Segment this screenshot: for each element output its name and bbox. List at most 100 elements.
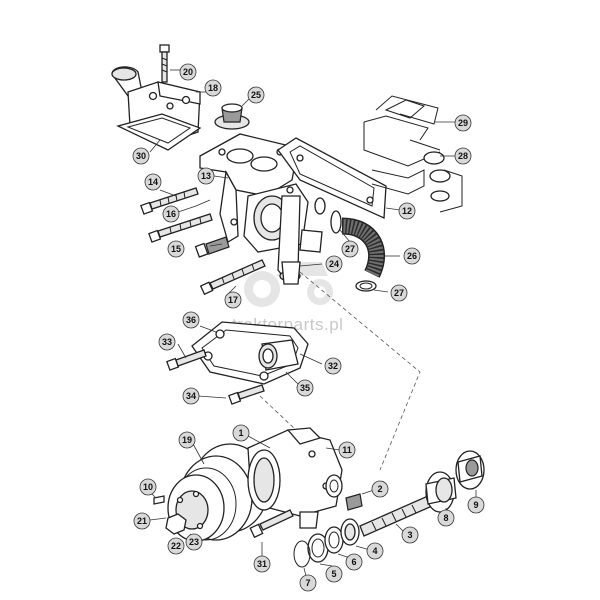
callout-24: 24 [325,255,343,273]
callout-11: 11 [338,441,356,459]
callout-19: 19 [178,431,196,449]
callout-25-label: 25 [251,90,261,100]
callout-17: 17 [224,291,242,309]
callout-14-label: 14 [148,177,158,187]
callout-16-label: 16 [166,209,176,219]
callout-22-label: 22 [171,541,181,551]
callout-8: 8 [437,509,455,527]
callout-6: 6 [345,553,363,571]
callout-15-label: 15 [171,244,181,254]
callout-13-label: 13 [201,171,211,181]
callout-1-label: 1 [238,428,243,438]
callout-12: 12 [398,202,416,220]
bolt-31-drawing [249,509,294,539]
callout-3: 3 [401,526,419,544]
nut-22-drawing [165,513,187,535]
callout-31-label: 31 [257,559,267,569]
callout-9: 9 [467,496,485,514]
callout-28: 28 [454,147,472,165]
callout-6-label: 6 [351,557,356,567]
callout-21-label: 21 [137,516,147,526]
callout-3-label: 3 [407,530,412,540]
callout-15: 15 [167,240,185,258]
callout-32: 32 [324,357,342,375]
cover-plate-32-drawing [191,321,309,385]
callout-16: 16 [162,205,180,223]
callout-24-label: 24 [329,259,339,269]
callout-23-label: 23 [189,537,199,547]
bolt-14-drawing [140,187,199,215]
callout-20-label: 20 [183,67,193,77]
bolt-33-drawing [166,349,207,371]
shaft-3-drawing [359,495,433,537]
callout-25: 25 [247,86,265,104]
callout-36-label: 36 [186,315,196,325]
engine-block-sketch-drawing [363,95,463,213]
alignment-lines [259,271,421,471]
callout-26: 26 [403,247,421,265]
callout-32-label: 32 [328,361,338,371]
impeller-8-drawing [425,471,457,513]
callout-21: 21 [133,512,151,530]
bolt-16-drawing [148,213,213,243]
pump-body-1-drawing [247,427,343,529]
clamp-27-upper-drawing [314,197,342,234]
callout-28-label: 28 [458,151,468,161]
callout-34: 34 [182,387,200,405]
callout-4-label: 4 [372,546,377,556]
callout-10-label: 10 [143,482,153,492]
callout-9-label: 9 [473,500,478,510]
key-10-drawing [153,495,165,505]
callout-23: 23 [185,533,203,551]
gasket-30-drawing [116,113,202,151]
callout-33: 33 [158,333,176,351]
leader-lines [149,69,477,577]
callout-2: 2 [371,480,389,498]
callout-13: 13 [197,167,215,185]
seal-11-drawing [325,474,343,498]
callout-34-label: 34 [186,391,196,401]
clamp-27-lower-drawing [355,280,377,292]
callout-36: 36 [182,311,200,329]
callout-8-label: 8 [443,513,448,523]
bearing-6-drawing [324,526,344,554]
callout-2-label: 2 [377,484,382,494]
callout-18: 18 [204,79,222,97]
callout-19-label: 19 [182,435,192,445]
callout-7: 7 [299,574,317,592]
hose-26-drawing [341,217,385,278]
callout-31: 31 [253,555,271,573]
callout-10: 10 [139,478,157,496]
bolt-17-drawing [199,259,266,296]
callout-7-label: 7 [305,578,310,588]
callout-30-label: 30 [136,151,146,161]
callout-12-label: 12 [402,206,412,216]
callout-29-label: 29 [458,118,468,128]
watermark-logo [244,262,333,307]
callout-27-lower: 27 [390,284,408,302]
callout-18-label: 18 [208,83,218,93]
callout-33-label: 33 [162,337,172,347]
callout-5-label: 5 [331,569,336,579]
thermostat-25-drawing [214,103,250,130]
callout-30: 30 [132,147,150,165]
callout-27-upper-label: 27 [345,244,355,254]
fitting-24-drawing [281,261,301,285]
gasket-12-drawing [277,137,387,219]
callout-27-upper: 27 [341,240,359,258]
callout-29: 29 [454,114,472,132]
callout-17-label: 17 [228,295,238,305]
bolt-15-drawing [194,236,230,258]
bolt-20-drawing [159,44,170,83]
callout-11-label: 11 [342,445,352,455]
plug-2-drawing [345,493,363,511]
ring-7-drawing [293,540,311,568]
thermostat-housing-13-drawing [199,133,323,282]
callout-27-lower-label: 27 [394,288,404,298]
bearing-4-drawing [340,518,360,546]
callout-35: 35 [296,379,314,397]
callout-35-label: 35 [300,383,310,393]
callout-14: 14 [144,173,162,191]
bolt-34-drawing [228,384,265,405]
